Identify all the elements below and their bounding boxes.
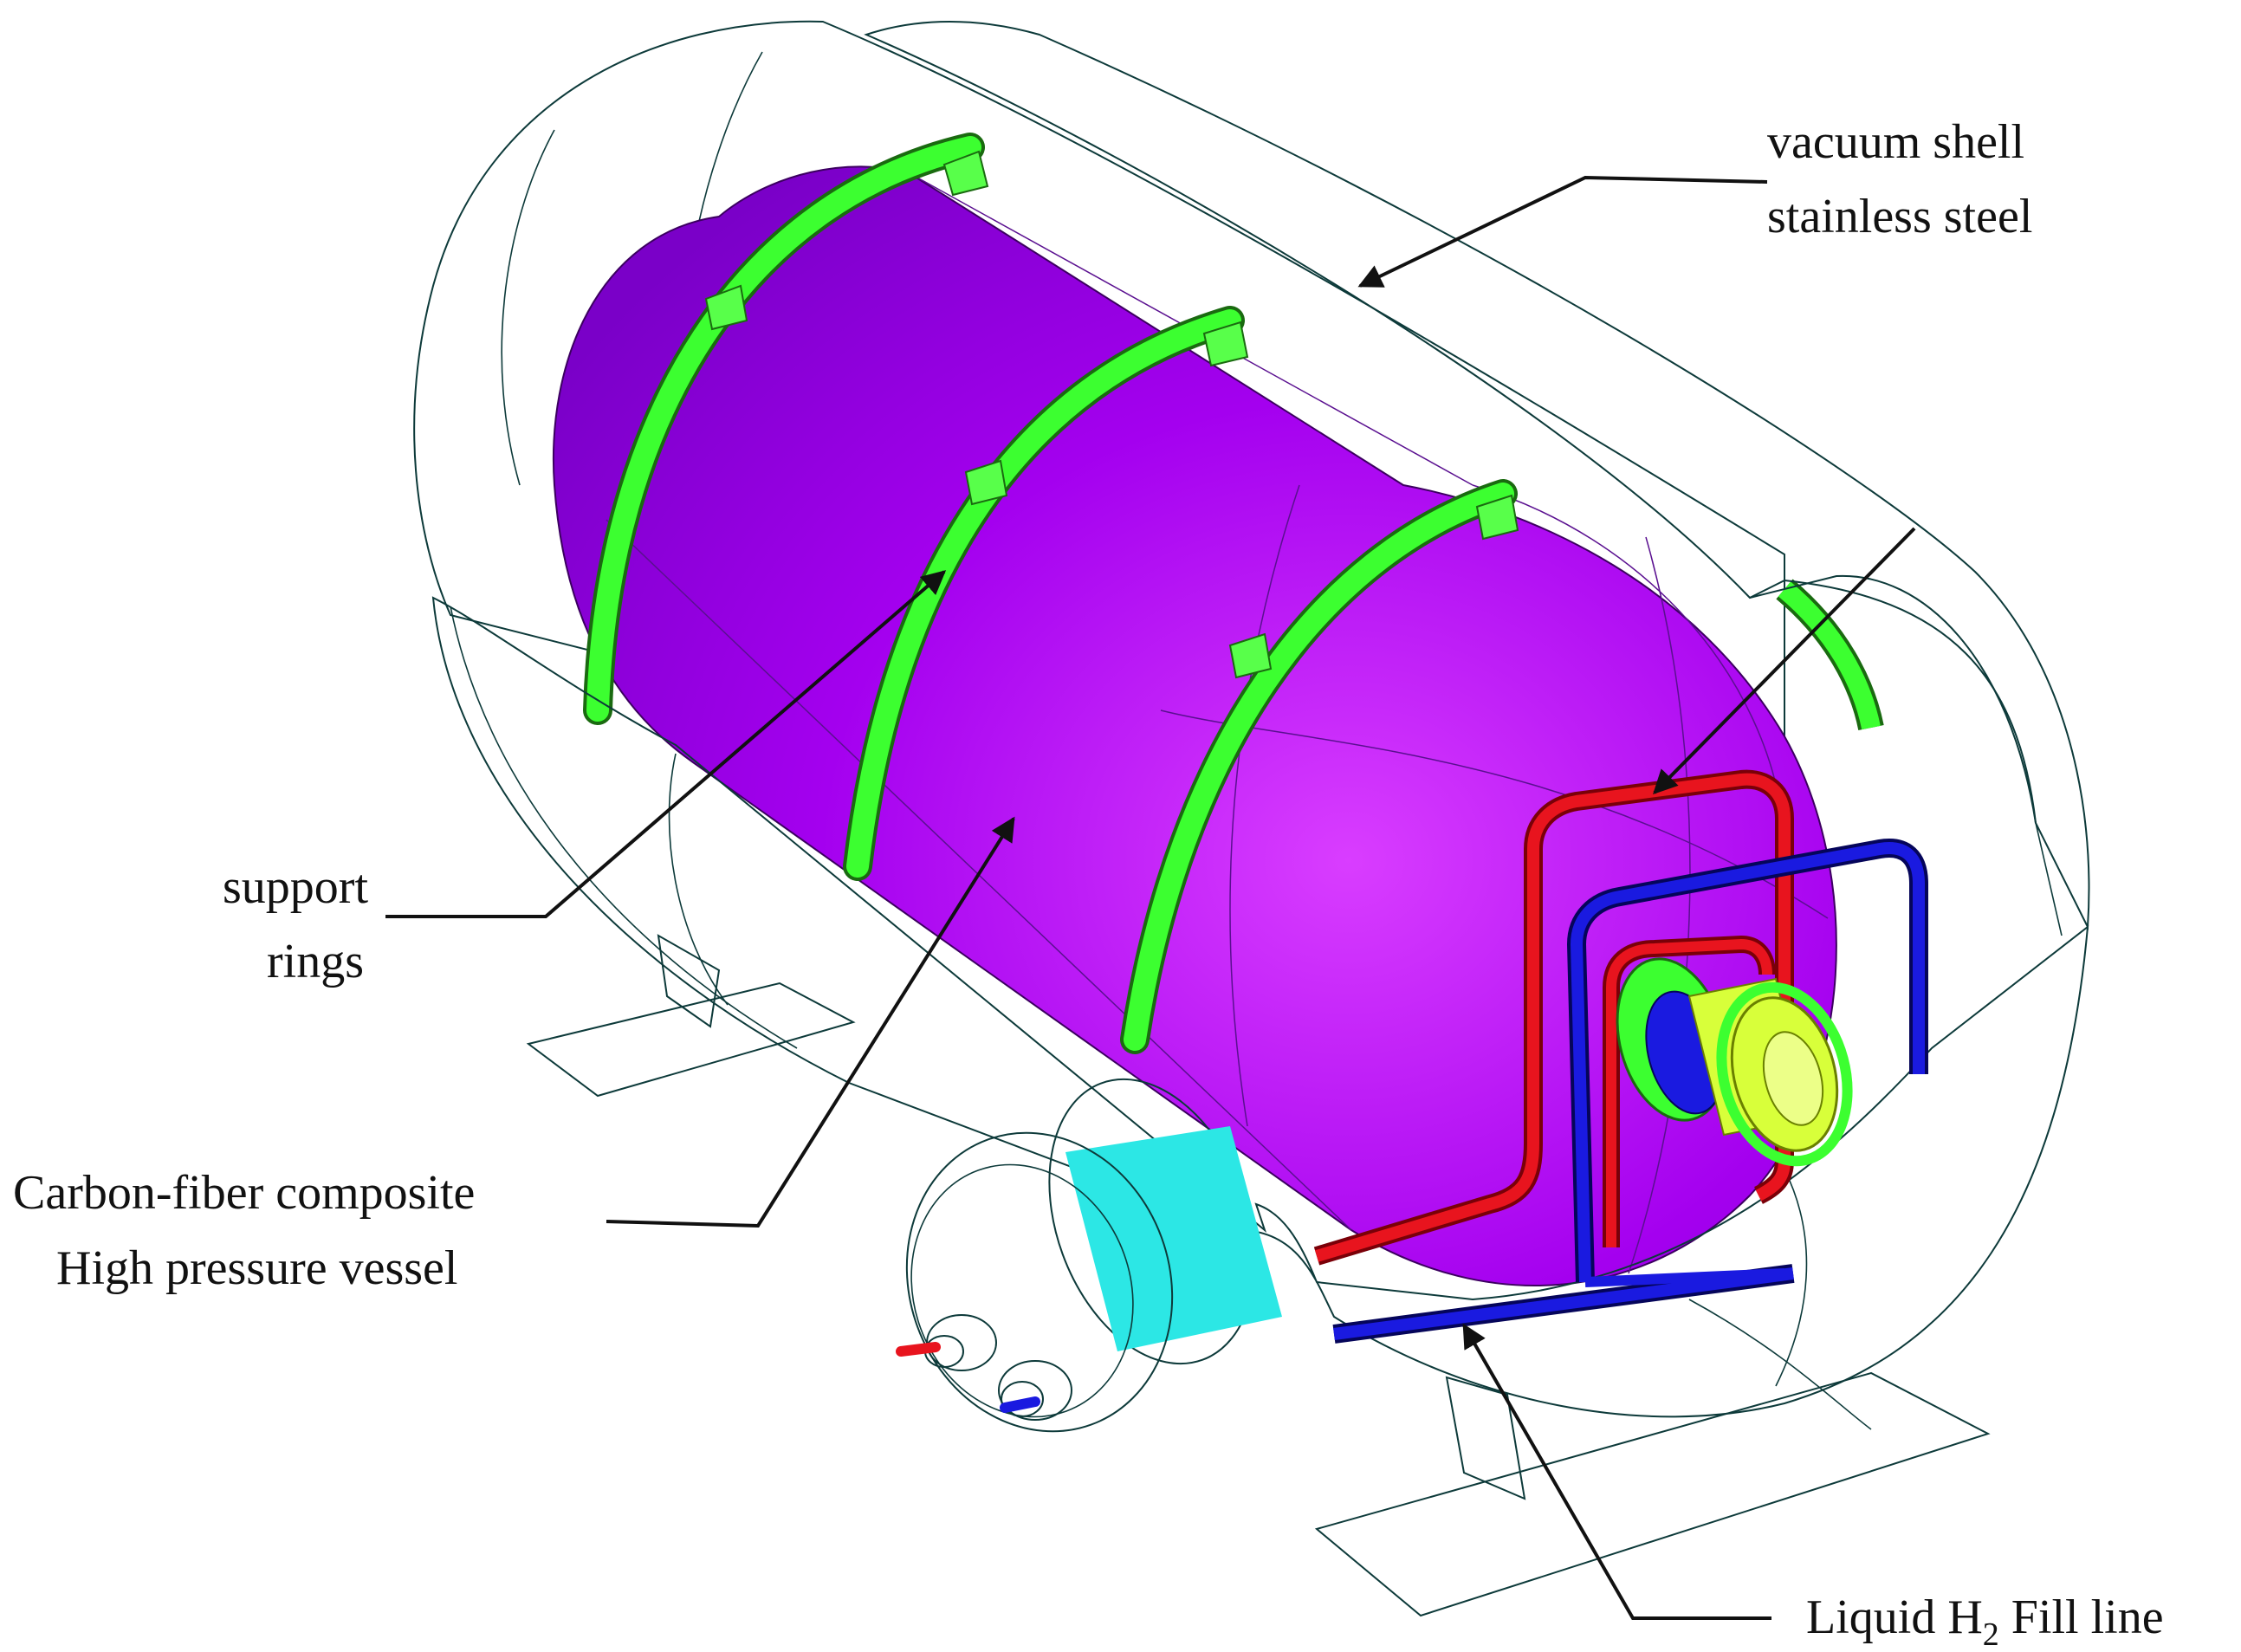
support-ring-2	[843, 306, 1249, 881]
support-ring-3	[1120, 479, 1519, 1054]
vessel-fitting	[1616, 957, 1853, 1167]
label-fill-line-prefix: Liquid H	[1806, 1590, 1983, 1644]
leader-fill-line-top	[1653, 527, 1916, 794]
support-ring-1	[583, 133, 989, 725]
leader-support-rings	[385, 570, 947, 918]
leader-fill-line-bottom	[1462, 1323, 1771, 1620]
end-flange	[896, 1078, 1282, 1433]
labels: vacuum shell stainless steel support rin…	[13, 115, 2164, 1652]
label-fill-line: Liquid H2 Fill line	[1806, 1590, 2164, 1652]
leaders	[385, 175, 1916, 1620]
label-fill-line-suffix: Fill line	[1999, 1590, 2164, 1644]
mounting-foot-front	[1314, 1371, 1991, 1617]
label-support-rings-line1: support	[223, 860, 368, 914]
label-vacuum-shell-line2: stainless steel	[1767, 190, 2032, 243]
leader-vacuum-shell	[1357, 175, 1768, 288]
label-vessel-line1: Carbon-fiber composite	[13, 1166, 475, 1220]
label-vacuum-shell-line1: vacuum shell	[1767, 115, 2024, 169]
label-vessel-line2: High pressure vessel	[56, 1241, 457, 1295]
mounting-foot-rear	[526, 934, 856, 1098]
fill-line-blue	[1332, 839, 1928, 1344]
leader-vessel	[606, 816, 1015, 1228]
label-fill-line-subscript: 2	[1983, 1616, 1999, 1652]
vacuum-shell-front	[431, 21, 2090, 1430]
label-support-rings-line2: rings	[267, 935, 364, 988]
support-ring-4	[1776, 579, 1884, 731]
